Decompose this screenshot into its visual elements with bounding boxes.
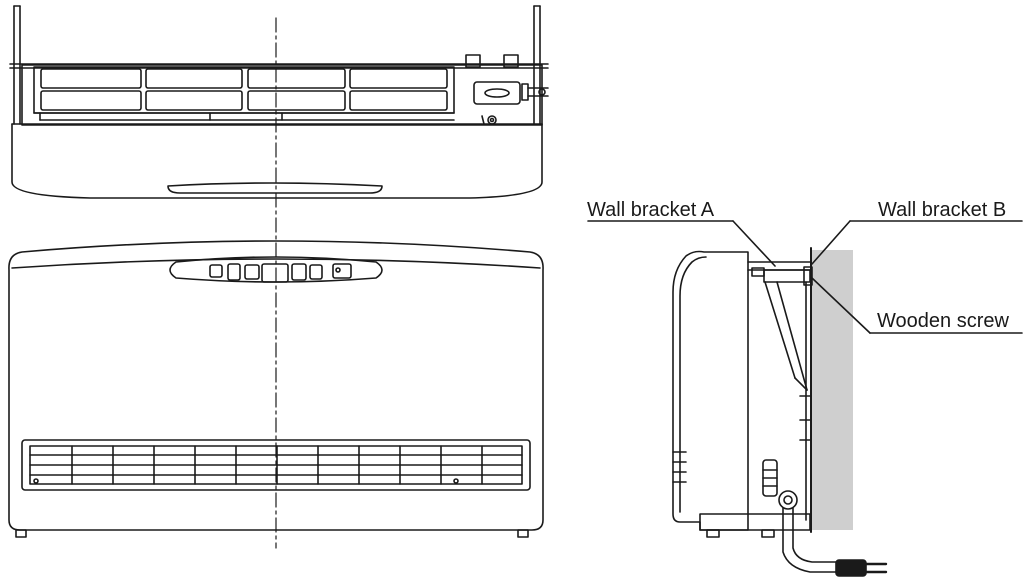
label-wooden-screw: Wooden screw xyxy=(877,310,1009,332)
wall-bracket xyxy=(751,266,813,521)
front-view-heater xyxy=(8,240,544,538)
top-view-heater xyxy=(9,5,549,199)
control-panel xyxy=(169,256,383,283)
wall xyxy=(811,250,853,530)
side-view-installation xyxy=(587,220,1023,577)
power-cord xyxy=(782,507,888,577)
top-grille-slots xyxy=(40,68,448,111)
label-wall-bracket-a: Wall bracket A xyxy=(587,199,715,221)
label-wall-bracket-b: Wall bracket B xyxy=(878,199,1007,221)
